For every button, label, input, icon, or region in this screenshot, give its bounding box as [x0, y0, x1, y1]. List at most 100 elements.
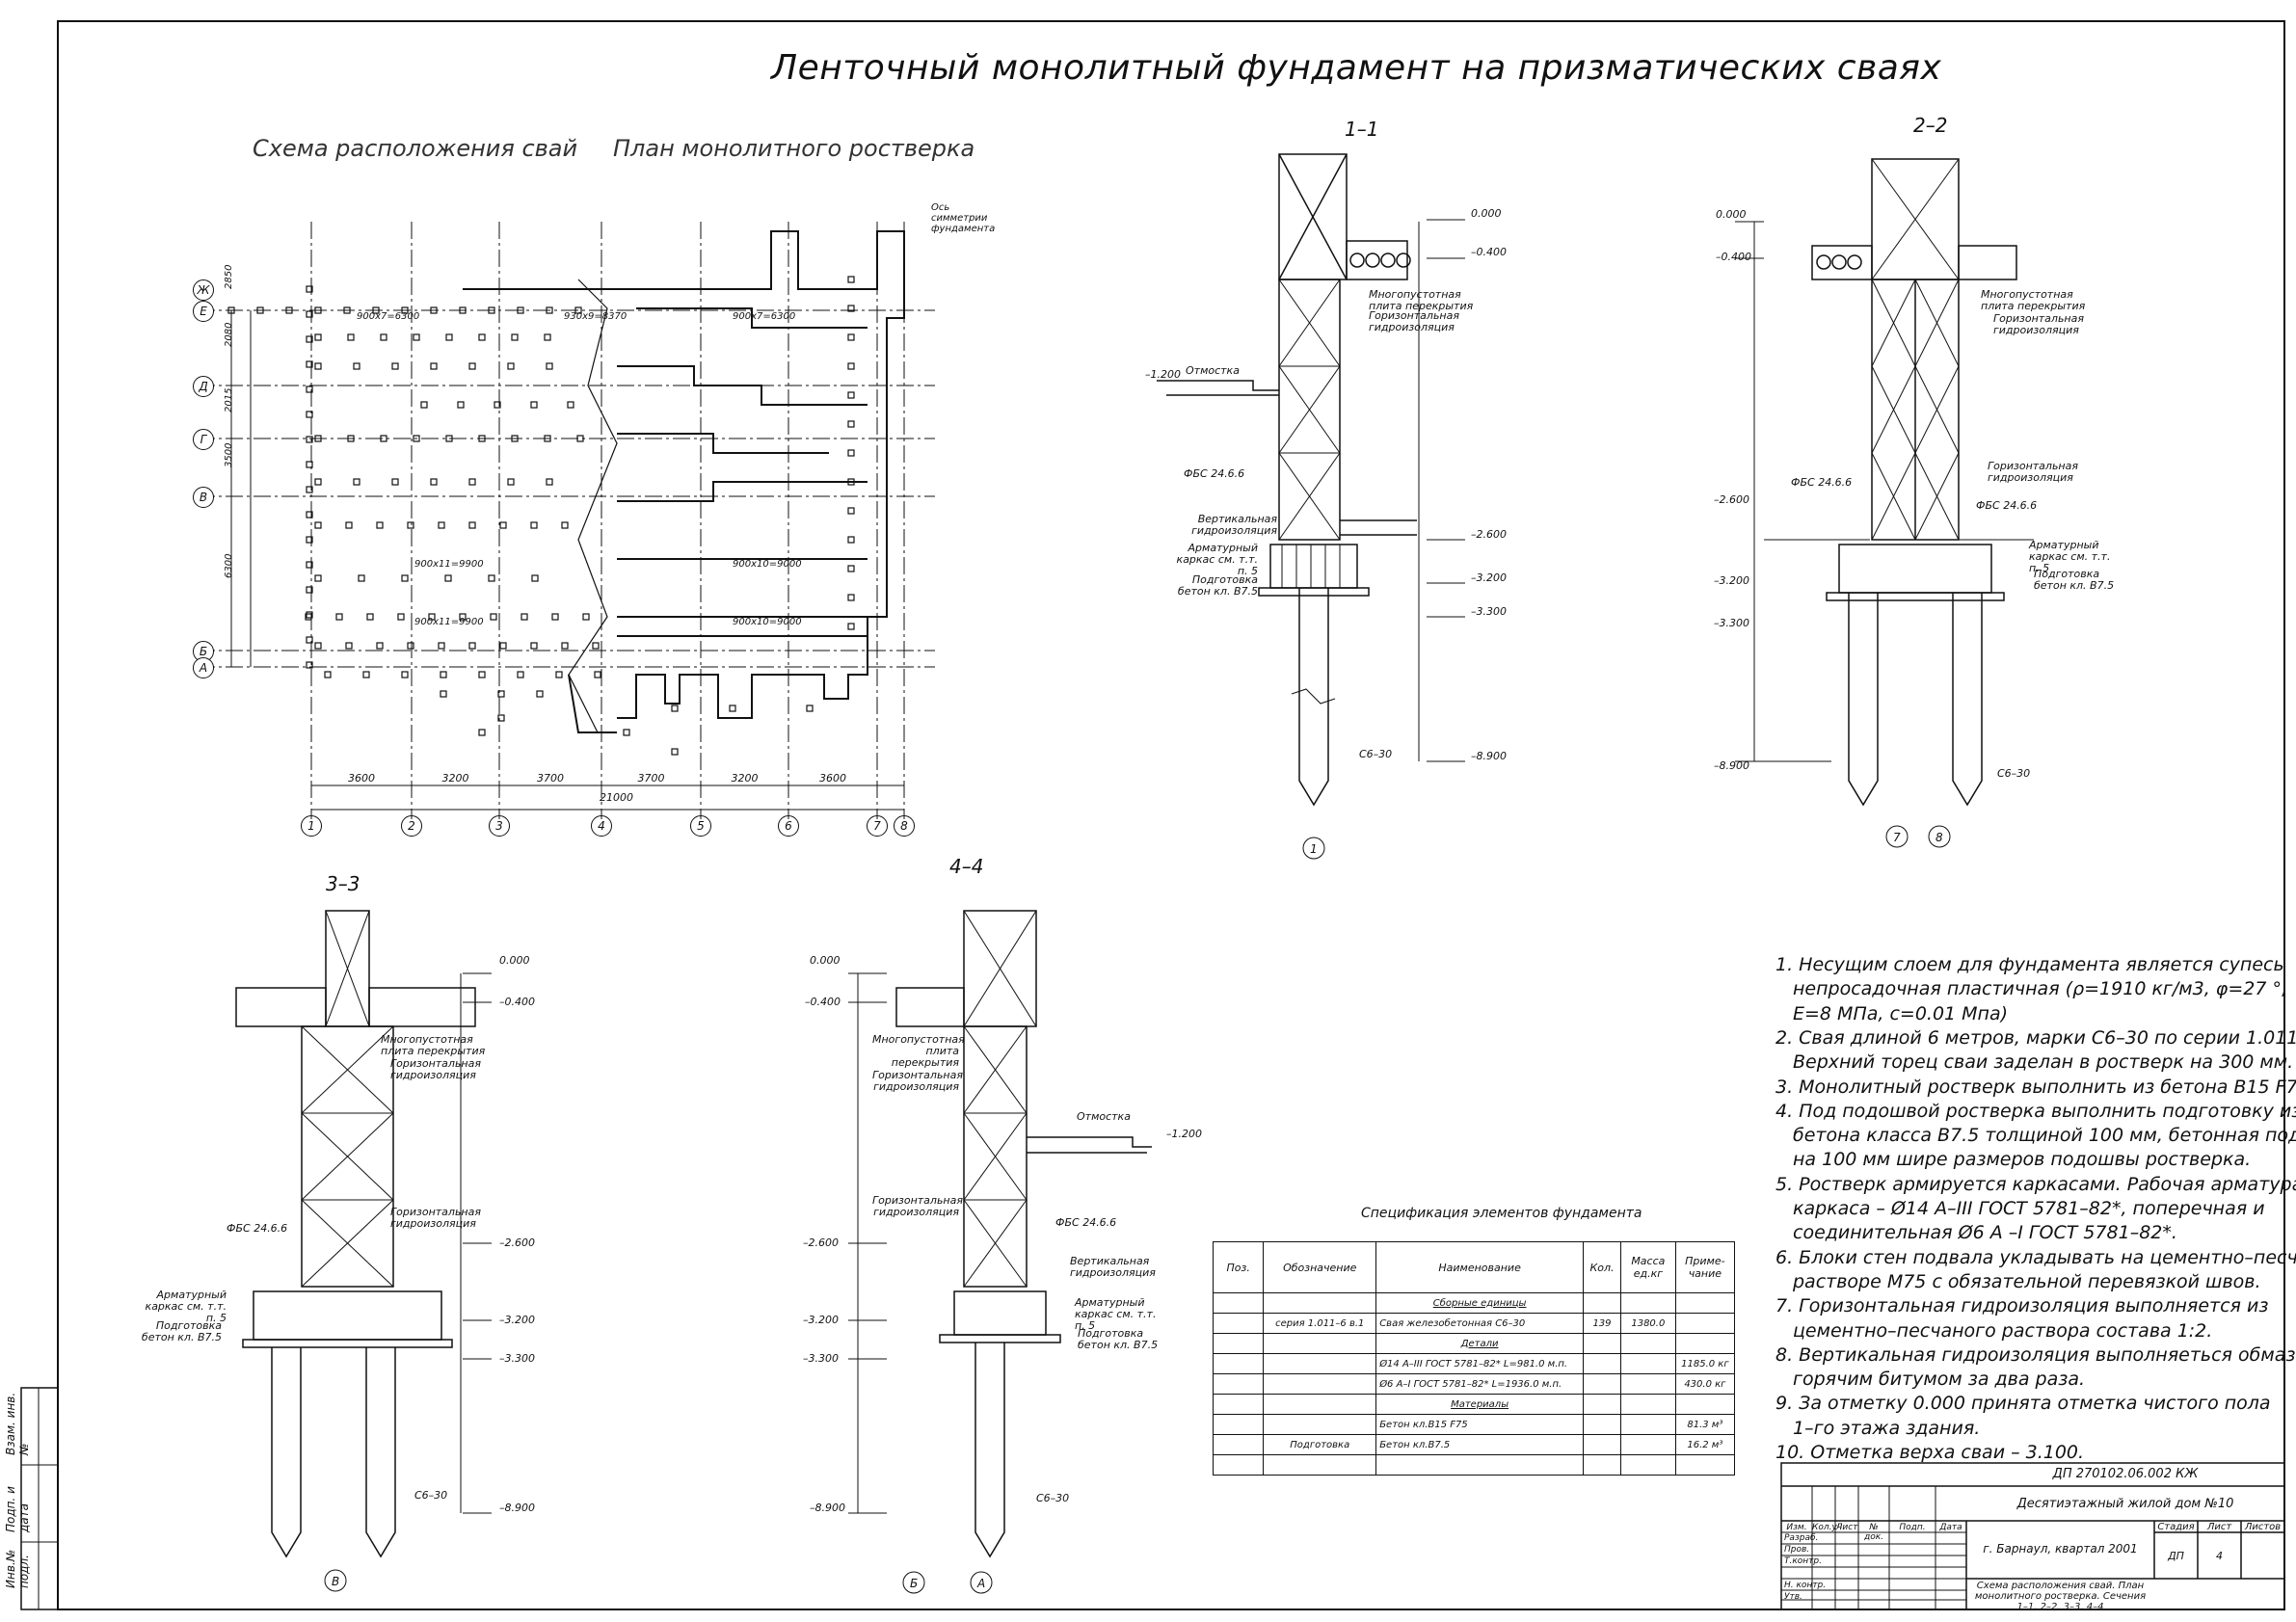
note-line-15: цементно–песчаного раствора состава 1:2. — [1793, 1319, 2213, 1342]
pile-square — [551, 613, 559, 621]
s11-level-120: –1.200 — [1145, 368, 1181, 381]
spec-title: Спецификация элементов фундамента — [1361, 1206, 1642, 1221]
pile-square — [507, 362, 515, 370]
axis-letter-В: В — [193, 487, 214, 508]
pile-square — [555, 671, 563, 678]
pile-square — [847, 305, 855, 312]
s33-hydro2-label: Горизонтальная гидроизоляция — [390, 1206, 481, 1230]
pile-square — [314, 333, 322, 341]
pile-square — [531, 574, 539, 582]
note-line-11: соединительная Ø6 А –I ГОСТ 5781–82*. — [1793, 1222, 2177, 1244]
s33-prep-label: Подготовка бетон кл. В7.5 — [141, 1319, 222, 1343]
pile-square — [358, 574, 365, 582]
pile-square — [511, 435, 519, 442]
axis-number-5: 5 — [690, 815, 711, 837]
bottom-dim-4: 3200 — [731, 772, 759, 784]
pile-square — [536, 690, 544, 698]
section-3-3-title: 3–3 — [326, 872, 360, 895]
pile-square — [347, 333, 355, 341]
bottom-dim-0: 3600 — [348, 772, 375, 784]
stamp-role-4: Н. контр. — [1784, 1581, 1827, 1590]
pile-square — [314, 574, 322, 582]
pile-square — [468, 478, 476, 486]
s22-level-890: –8.900 — [1714, 759, 1749, 772]
s44-otmostka-label: Отмостка — [1077, 1110, 1131, 1123]
spec-cell — [1583, 1454, 1621, 1476]
pile-scheme-title: Схема расположения свай — [253, 135, 578, 162]
pile-square — [530, 642, 538, 650]
pile-square — [468, 362, 476, 370]
pile-square — [306, 285, 313, 293]
s11-level-320: –3.200 — [1471, 572, 1507, 584]
pile-square — [306, 536, 313, 544]
pile-square — [306, 586, 313, 594]
pile-square — [306, 636, 313, 644]
pile-square — [847, 594, 855, 601]
s22-plate-label: Многопустотная плита перекрытия — [1981, 288, 2086, 312]
stamp-stage-v-0: ДП — [2168, 1550, 2184, 1562]
pile-square — [561, 642, 569, 650]
s11-otmostka-label: Отмостка — [1186, 364, 1240, 377]
pile-square — [401, 671, 409, 678]
pile-square — [459, 306, 467, 314]
row-dim-4: 900x10=9000 — [733, 559, 802, 570]
pile-square — [546, 306, 553, 314]
row-dim-6: 900x10=9000 — [733, 617, 802, 627]
pile-square — [420, 401, 428, 409]
pile-square — [546, 362, 553, 370]
stamp-col-4: Подп. — [1899, 1523, 1926, 1532]
pile-square — [444, 574, 452, 582]
pile-square — [478, 333, 486, 341]
pile-square — [445, 435, 453, 442]
pile-square — [623, 729, 630, 736]
stamp-stage-v-1: 4 — [2216, 1550, 2223, 1562]
pile-square — [345, 642, 353, 650]
s33-pile-label: С6–30 — [414, 1489, 448, 1502]
pile-square — [499, 521, 507, 529]
s33-fbs-label: ФБС 24.6.6 — [227, 1222, 288, 1235]
note-line-5: 3. Монолитный ростверк выполнить из бето… — [1775, 1076, 2296, 1098]
note-line-10: каркаса – Ø14 А–III ГОСТ 5781–82*, попер… — [1793, 1198, 2265, 1219]
pile-square — [413, 333, 420, 341]
note-line-4: Верхний торец сваи заделан в ростверк на… — [1793, 1051, 2294, 1074]
pile-square — [314, 521, 322, 529]
spec-cell — [1212, 1454, 1265, 1476]
pile-square — [391, 362, 399, 370]
s11-level-260: –2.600 — [1471, 528, 1507, 541]
spec-header-cell: Масса ед.кг — [1619, 1241, 1676, 1293]
pile-square — [430, 306, 438, 314]
s33-hydro-label: Горизонтальная гидроизоляция — [390, 1057, 481, 1081]
stamp-col-3: № док. — [1863, 1523, 1884, 1542]
pile-square — [306, 411, 313, 418]
pile-square — [847, 478, 855, 486]
s22-level-040: –0.400 — [1716, 251, 1751, 263]
s33-level-040: –0.400 — [499, 996, 535, 1008]
axis-number-1: 1 — [301, 815, 322, 837]
pile-square — [468, 642, 476, 650]
s11-plate-label: Многопустотная плита перекрытия — [1369, 288, 1474, 312]
row-dim-3: 900x11=9900 — [414, 559, 484, 570]
axis-letter-Ж: Ж — [193, 279, 214, 301]
s22-frame-label: Арматурный каркас см. т.т. п. 5 — [2029, 539, 2111, 574]
pile-square — [438, 642, 445, 650]
pile-square — [847, 449, 855, 457]
pile-square — [847, 507, 855, 515]
s11-pile-label: С6–30 — [1359, 748, 1393, 760]
s22-level-330: –3.300 — [1714, 617, 1749, 629]
pile-square — [544, 435, 551, 442]
pile-square — [440, 690, 447, 698]
axis-number-7: 7 — [867, 815, 888, 837]
pile-square — [445, 333, 453, 341]
s33-level-0: 0.000 — [499, 954, 530, 967]
s22-fbs-label-right: ФБС 24.6.6 — [1976, 499, 2038, 512]
pile-square — [256, 306, 264, 314]
pile-square — [457, 401, 465, 409]
svg-text:Б: Б — [910, 1577, 918, 1590]
pile-square — [847, 623, 855, 630]
